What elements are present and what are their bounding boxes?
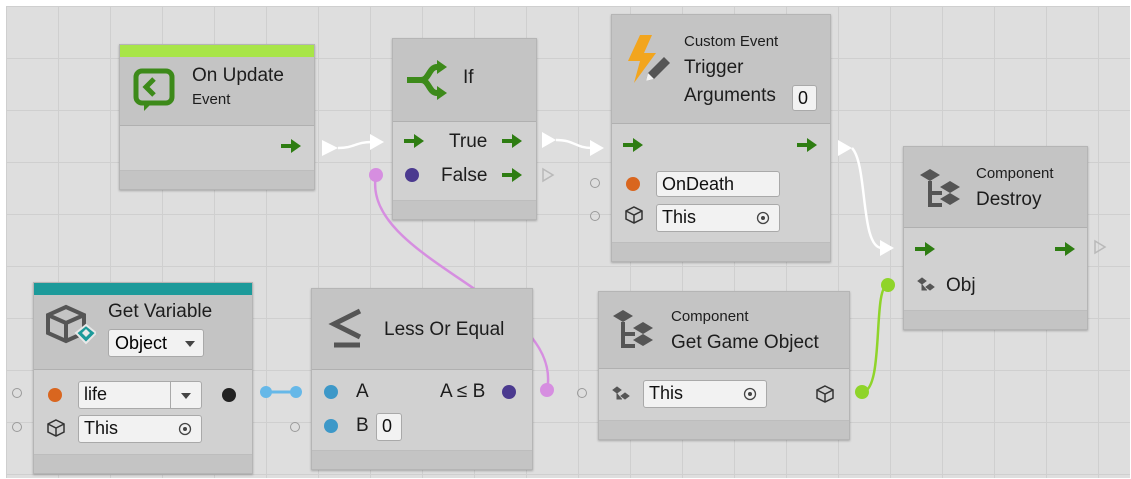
variable-type-value: Object	[115, 333, 168, 353]
cube-icon	[47, 419, 65, 437]
event-color-bar	[120, 45, 314, 57]
less-or-equal-icon	[328, 308, 362, 348]
component-icon	[613, 310, 653, 348]
variable-color-bar	[34, 283, 252, 295]
node-title: On Update	[192, 65, 284, 86]
a-label: A	[356, 381, 369, 402]
target-input-port[interactable]	[577, 388, 587, 398]
variable-cube-icon	[46, 304, 96, 345]
obj-label: Obj	[946, 275, 976, 296]
flow-output-arrow[interactable]	[796, 137, 818, 153]
false-unconnected-arrow[interactable]	[541, 167, 555, 183]
object-picker-icon[interactable]	[756, 211, 770, 225]
target-field[interactable]: This	[643, 380, 767, 408]
target-field[interactable]: This	[78, 415, 202, 443]
a-input-port[interactable]	[324, 385, 338, 399]
variable-name-port[interactable]	[48, 388, 62, 402]
true-label: True	[449, 131, 488, 152]
object-picker-icon[interactable]	[743, 387, 757, 401]
variable-name-value: life	[84, 384, 108, 404]
b-input-port[interactable]	[324, 419, 338, 433]
object-type-icon	[917, 277, 935, 291]
b-label: B	[356, 415, 369, 436]
destroy-unconnected-arrow[interactable]	[1093, 239, 1107, 255]
false-output-arrow[interactable]	[501, 167, 523, 183]
dropdown-arrow-icon	[185, 341, 195, 347]
get-game-object-node[interactable]: Component Get Game Object This	[598, 291, 850, 440]
target-value: This	[662, 207, 697, 227]
condition-port[interactable]	[405, 168, 419, 182]
node-title: Trigger	[684, 57, 744, 78]
target-value: This	[84, 418, 119, 438]
b-unconnected-port[interactable]	[290, 422, 300, 432]
lightning-pencil-icon	[628, 35, 670, 83]
on-update-icon	[133, 68, 175, 111]
variable-type-dropdown[interactable]: Object	[108, 329, 204, 357]
target-input-port[interactable]	[590, 211, 600, 221]
component-icon	[920, 169, 960, 207]
cube-icon	[625, 206, 643, 224]
target-field[interactable]: This	[656, 204, 780, 232]
flow-input-arrow[interactable]	[622, 137, 644, 153]
dropdown-arrow-icon	[181, 393, 191, 399]
object-type-icon	[612, 386, 630, 400]
flow-input-arrow[interactable]	[403, 133, 425, 149]
node-title: Get Game Object	[671, 332, 819, 353]
flow-output-arrow[interactable]	[1054, 241, 1076, 257]
less-or-equal-node[interactable]: Less Or Equal A A ≤ B B 0	[311, 288, 533, 470]
true-output-arrow[interactable]	[501, 133, 523, 149]
target-input-port[interactable]	[12, 422, 22, 432]
component-destroy-node[interactable]: Component Destroy Obj	[903, 146, 1088, 330]
arguments-count-field[interactable]: 0	[792, 85, 817, 111]
false-label: False	[441, 165, 488, 186]
node-title: Destroy	[976, 189, 1042, 210]
node-subtitle: Event	[192, 91, 231, 108]
variable-name-field[interactable]: life	[78, 381, 202, 409]
on-update-node[interactable]: On Update Event	[119, 44, 315, 190]
target-value: This	[649, 383, 684, 403]
node-kind: Component	[976, 165, 1054, 182]
event-name-port[interactable]	[626, 177, 640, 191]
flow-output-arrow[interactable]	[280, 138, 302, 154]
node-kind: Custom Event	[684, 33, 779, 50]
variable-name-input-port[interactable]	[12, 388, 22, 398]
flow-input-arrow[interactable]	[914, 241, 936, 257]
event-name-input-port[interactable]	[590, 178, 600, 188]
node-title: If	[463, 67, 474, 88]
node-title: Get Variable	[108, 301, 213, 322]
branch-icon	[407, 60, 447, 100]
value-output-port[interactable]	[222, 388, 236, 402]
get-variable-node[interactable]: Get Variable Object life This	[33, 282, 253, 474]
variable-name-dropdown[interactable]	[170, 382, 201, 408]
b-value-field[interactable]: 0	[376, 413, 402, 441]
event-name-field[interactable]: OnDeath	[656, 171, 780, 197]
comparison-output-label: A ≤ B	[440, 381, 486, 402]
custom-event-trigger-node[interactable]: Custom Event Trigger Arguments 0 OnDeath…	[611, 14, 831, 262]
bool-output-port[interactable]	[502, 385, 516, 399]
node-title: Less Or Equal	[384, 319, 505, 340]
object-picker-icon[interactable]	[178, 422, 192, 436]
arguments-label: Arguments	[684, 85, 776, 106]
cube-icon	[816, 385, 834, 403]
if-node[interactable]: If True False	[392, 38, 537, 220]
node-kind: Component	[671, 308, 749, 325]
